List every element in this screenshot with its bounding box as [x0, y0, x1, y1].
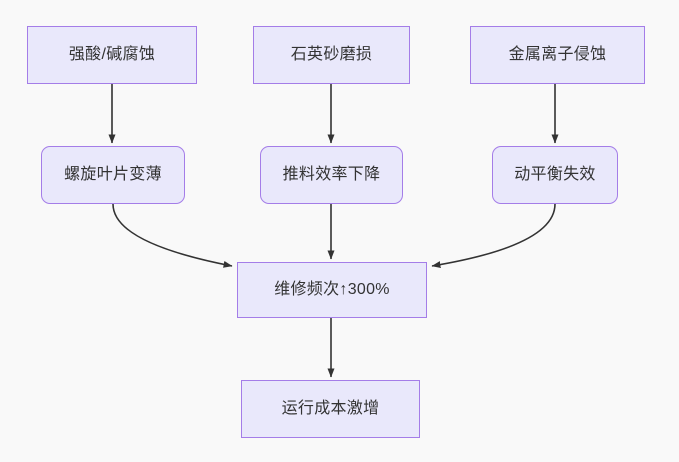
node-effect-blade-thinning[interactable]: 螺旋叶片变薄 [41, 146, 185, 204]
node-label: 强酸/碱腐蚀 [68, 46, 156, 64]
node-effect-feed-efficiency[interactable]: 推料效率下降 [260, 146, 403, 204]
node-label: 螺旋叶片变薄 [64, 166, 162, 184]
node-label: 推料效率下降 [282, 166, 381, 184]
node-label: 动平衡失效 [514, 166, 596, 184]
node-label: 金属离子侵蚀 [508, 46, 607, 64]
edge-balance-to-maintenance [431, 203, 556, 269]
node-effect-balance-failure[interactable]: 动平衡失效 [492, 146, 618, 204]
node-impact-cost[interactable]: 运行成本激增 [241, 380, 420, 438]
node-label: 运行成本激增 [281, 400, 380, 418]
edge-blade-to-maintenance [112, 203, 233, 268]
node-cause-metal-ion[interactable]: 金属离子侵蚀 [470, 26, 645, 84]
node-label: 维修频次↑300% [274, 281, 390, 299]
node-cause-acid[interactable]: 强酸/碱腐蚀 [27, 26, 197, 84]
node-label: 石英砂磨损 [290, 46, 373, 64]
node-cause-sand[interactable]: 石英砂磨损 [253, 26, 410, 84]
node-impact-maintenance[interactable]: 维修频次↑300% [237, 262, 427, 318]
